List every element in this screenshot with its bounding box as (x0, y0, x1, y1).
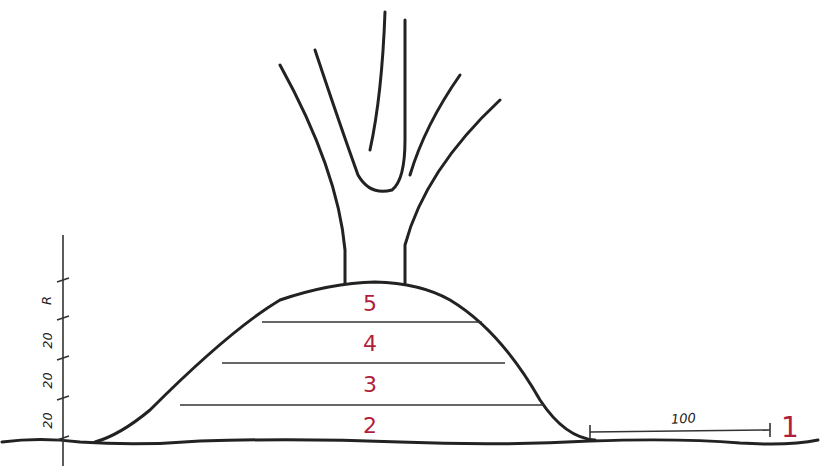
branch-middle (370, 12, 385, 150)
scale-value: 20 (41, 412, 54, 429)
dimension-value: 100 (671, 411, 696, 425)
scale-line (62, 235, 64, 466)
mound-outline (95, 282, 595, 442)
layer-number: 2 (363, 415, 377, 437)
branch-inner (315, 20, 405, 191)
scale-value: 20 (41, 332, 54, 349)
scale-value: R (40, 296, 53, 305)
trunk-left (280, 65, 345, 283)
dimension-ticks (590, 423, 770, 439)
scale-value: 20 (41, 372, 54, 389)
branch-right (410, 75, 460, 175)
dimension-line (590, 430, 770, 432)
layer-number: 3 (363, 374, 377, 396)
scale-ticks (57, 278, 69, 440)
trunk-right (405, 100, 500, 283)
layer-line (222, 362, 505, 364)
layer-line (262, 321, 482, 323)
layer-line (180, 404, 545, 406)
ground-line (2, 440, 818, 445)
layer-number: 4 (363, 333, 377, 355)
callout-number: 1 (781, 414, 799, 442)
layer-number: 5 (363, 293, 377, 315)
